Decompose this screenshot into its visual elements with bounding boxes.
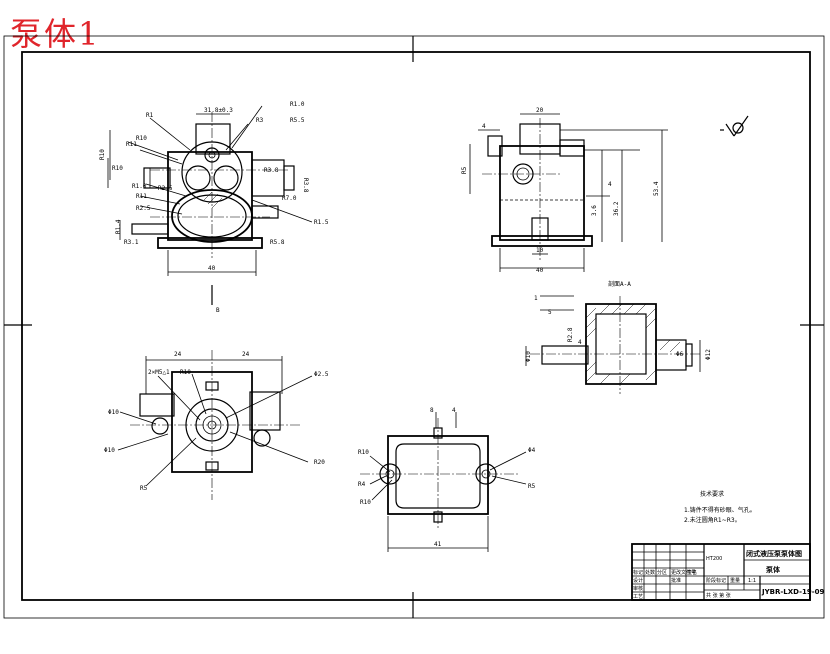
dim-sv-4: 3.6 (591, 205, 598, 216)
dim-bv-8: 41 (434, 541, 442, 548)
title-block (631, 543, 811, 601)
role-cell-2: 工艺 (633, 594, 643, 600)
dim-sv-1: 20 (536, 107, 544, 114)
header-cell-4: 签名 (687, 569, 697, 576)
dim-fv-d2: R5.5 (290, 117, 305, 124)
inner-drawing-frame (21, 51, 811, 601)
material-cell: HT200 (706, 556, 722, 562)
dim-sec-4: Φ10 (525, 351, 532, 362)
dim-fv-7: R10 (112, 165, 123, 172)
dim-fv-14: R1.4 (115, 219, 122, 234)
dim-bv-6: Φ4 (528, 447, 536, 454)
role-cell-0: 设计 (633, 577, 643, 584)
dim-tv-0: 24 (174, 351, 182, 358)
dim-fv-6: R10 (99, 149, 106, 160)
dim-tv-1: 24 (242, 351, 250, 358)
side-view-dimensions: 4 20 R5 4 3.6 36.2 53.4 40 10 (461, 107, 660, 274)
dim-sv-8: 10 (536, 247, 544, 254)
dim-bv-3: R4 (358, 481, 366, 488)
section-mark-b: B (216, 307, 220, 314)
centering-marks (4, 36, 824, 618)
section-title: 剖面A-A (608, 280, 631, 288)
dim-bv-0: 8 (430, 407, 434, 414)
top-view (117, 350, 313, 500)
dim-bv-2: R10 (358, 449, 369, 456)
dim-sv-2: R5 (461, 166, 468, 174)
dim-fv-17: R5.8 (270, 239, 285, 246)
dim-bv-4: R10 (360, 499, 371, 506)
role-cell-3: 批准 (671, 577, 681, 584)
bottom-view (360, 412, 527, 552)
header-cell-2: 分区 (657, 569, 667, 576)
sheet-cell: 共 张 第 张 (706, 592, 731, 599)
dim-sv-7: 40 (536, 267, 544, 274)
tech-req-title: 技术要求 (700, 490, 724, 498)
dim-fv-18: R3.1 (124, 239, 139, 246)
roughness-symbol (720, 115, 749, 137)
bottom-view-dimensions: 8 4 R10 R4 R10 Φ4 R5 41 (358, 407, 536, 548)
dim-fv-0: R1 (146, 112, 154, 119)
dim-sv-3: 4 (608, 181, 612, 188)
role-cell-1: 审核 (633, 585, 643, 592)
dim-tv-5: Φ10 (108, 409, 119, 416)
dim-fv-1: R10 (136, 135, 147, 142)
drawing-no-cell: JYBR-LXD-19-09 (761, 588, 825, 596)
dim-sv-0: 4 (482, 123, 486, 130)
outer-sheet-border (3, 35, 825, 619)
tech-req-item-1: 1.铸件不得有砂眼、气孔。 (684, 506, 756, 514)
header-cell-1: 处数 (645, 569, 655, 576)
dim-fv-11: R11 (136, 193, 147, 200)
part-name-cell: 闭式液压泵泵体图 (746, 549, 802, 558)
part-label-cell: 泵体 (765, 565, 781, 574)
dim-fv-21: 40 (208, 265, 216, 272)
red-stamp-text: 泵体1 (10, 15, 101, 53)
dim-fv-9: R3.8 (264, 167, 279, 174)
section-view-dimensions: 剖面A-A 1 5 R2.8 4 Φ10 Φ6 Φ12 (525, 280, 712, 362)
dim-sv-6: 53.4 (653, 181, 660, 196)
dim-tv-6: Φ10 (104, 447, 115, 454)
dim-bv-1: 4 (452, 407, 456, 414)
dim-sv-5: 36.2 (613, 201, 620, 216)
dim-sec-3: 4 (578, 339, 582, 346)
meta-cell-0: 阶段标记 (706, 577, 726, 584)
dim-sec-5: Φ6 (676, 351, 684, 358)
dim-tv-4: Φ2.5 (314, 371, 329, 378)
dim-sec-2: R2.8 (567, 327, 574, 342)
dim-fv-8: R3.8 (302, 178, 309, 193)
dim-sec-7: Φ12 (705, 349, 712, 360)
section-view (525, 295, 701, 394)
scale-cell: 1:1 (748, 578, 756, 584)
dim-fv-16: R7.0 (282, 195, 297, 202)
front-view-dimensions: R1 R10 31.8±0.3 R3 R11 R1.0 R5.5 R10 R10… (99, 101, 329, 314)
dim-fv-2: 31.8±0.3 (204, 107, 233, 114)
dim-fv-13: R2.5 (158, 185, 173, 192)
dim-fv-d1: R1.0 (290, 101, 305, 108)
dim-tv-7: R20 (314, 459, 325, 466)
top-view-dimensions: 24 24 2×M5△1 R10 Φ2.5 Φ10 Φ10 R20 R5 (104, 351, 329, 492)
header-cell-0: 标记 (633, 569, 643, 576)
header-cell-3: 更改文件号 (671, 569, 696, 576)
dim-fv-3: R3 (256, 117, 264, 124)
dim-bv-7: R5 (528, 483, 536, 490)
dim-tv-2: 2×M5△1 (148, 369, 170, 376)
dim-fv-4: R11 (126, 141, 137, 148)
dim-sec-0: 1 (534, 295, 538, 302)
front-view (107, 105, 313, 305)
side-view (469, 113, 668, 272)
dim-tv-8: R5 (140, 485, 148, 492)
dim-sec-1: 5 (548, 309, 552, 316)
technical-requirements: 技术要求 1.铸件不得有砂眼、气孔。 2.未注圆角R1~R3。 (684, 490, 756, 524)
dim-tv-3: R10 (180, 369, 191, 376)
dim-fv-12: R2.5 (136, 205, 151, 212)
tech-req-item-2: 2.未注圆角R1~R3。 (684, 516, 741, 524)
meta-cell-1: 重量 (730, 577, 740, 584)
dim-fv-15: R1.5 (314, 219, 329, 226)
dim-fv-10: R1.0 (132, 183, 147, 190)
title-block-text: HT200 闭式液压泵泵体图 泵体 JYBR-LXD-19-09 1:1 阶段标… (633, 549, 825, 600)
